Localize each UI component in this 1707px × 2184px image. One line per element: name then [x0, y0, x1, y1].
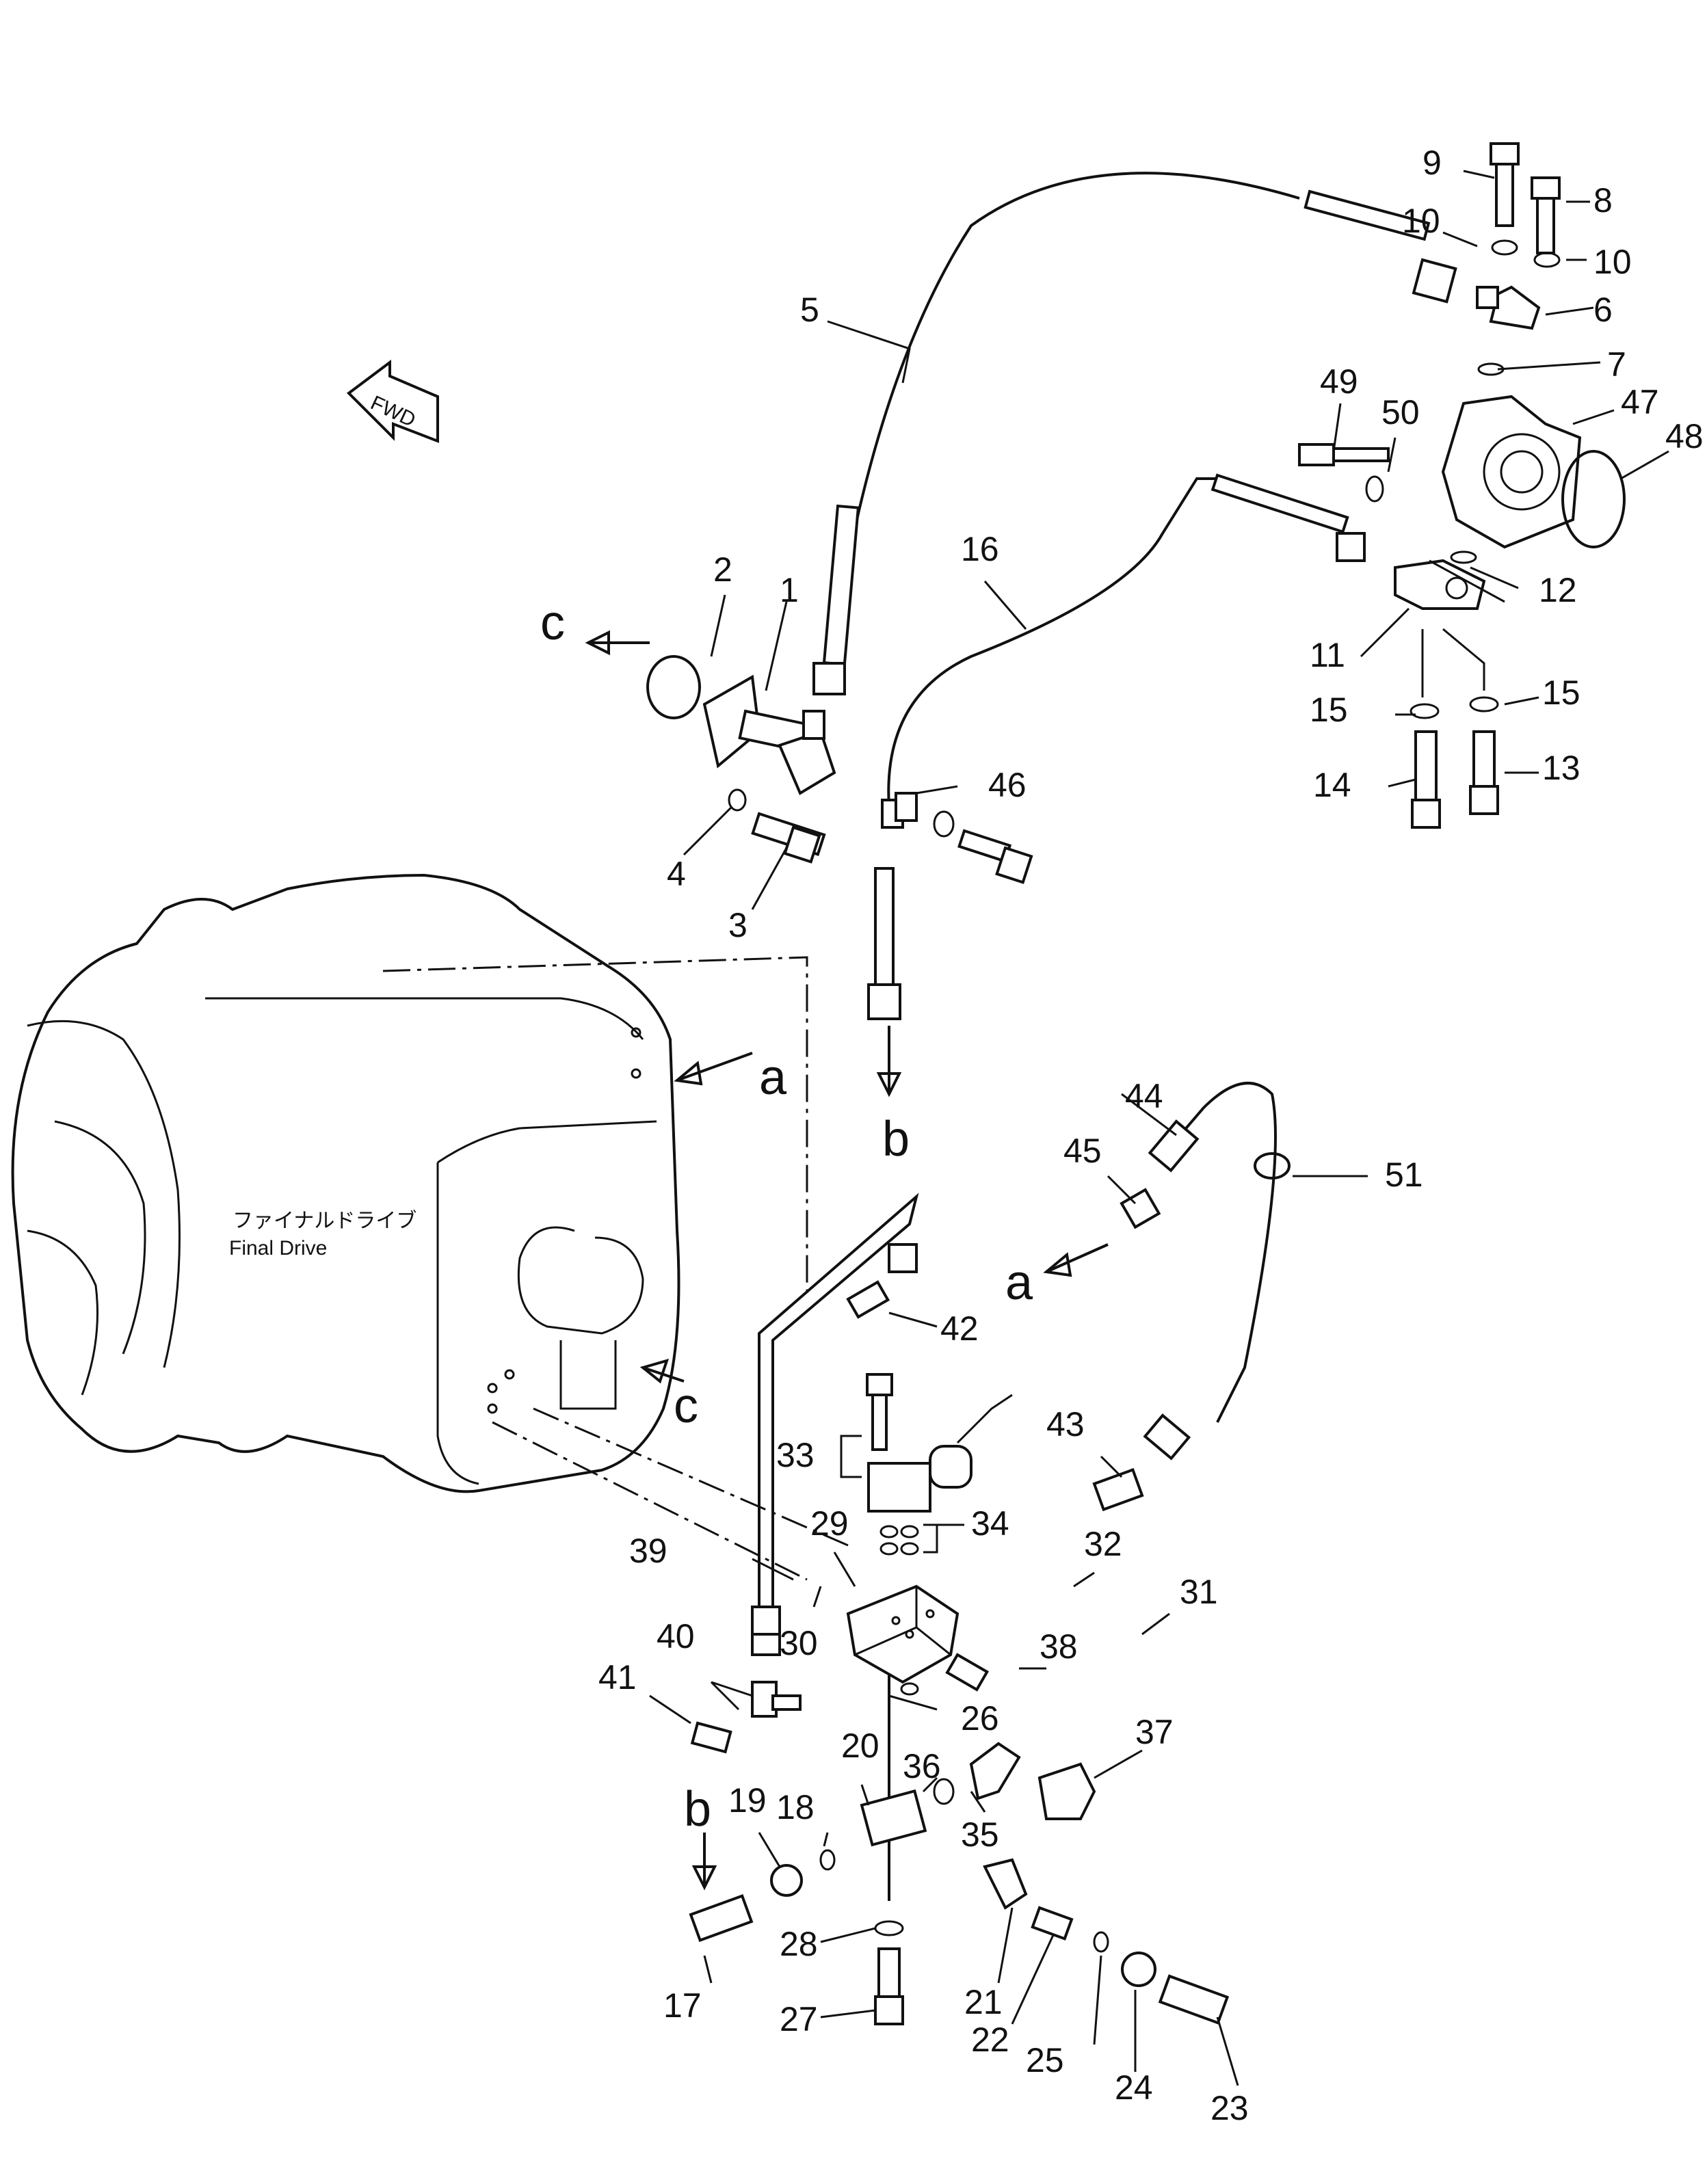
callout-36: 36 — [903, 1747, 941, 1785]
reference-arrows — [585, 630, 1109, 1891]
callout-23: 23 — [1210, 2089, 1249, 2127]
fwd-arrow-icon: FWD — [346, 360, 439, 443]
valve-block-29 — [846, 1584, 960, 1684]
callout-27: 27 — [780, 2000, 818, 2038]
callout-50: 50 — [1381, 393, 1420, 431]
callout-41: 41 — [598, 1658, 637, 1696]
ref-label-c-top: c — [540, 596, 565, 650]
final-drive-label-jp: ファイナルドライブ — [233, 1210, 416, 1232]
hose-44 — [1143, 1082, 1291, 1461]
callout-8: 8 — [1593, 181, 1613, 219]
callout-25: 25 — [1026, 2041, 1064, 2079]
callout-24: 24 — [1115, 2068, 1153, 2107]
final-drive-label-en: Final Drive — [229, 1237, 327, 1260]
callout-22: 22 — [971, 2021, 1009, 2059]
callout-6: 6 — [1593, 291, 1613, 329]
callout-48: 48 — [1665, 417, 1704, 455]
callout-10-left: 10 — [1402, 202, 1440, 240]
tube-39 — [751, 1193, 919, 1656]
callout-15-right: 15 — [1542, 674, 1580, 712]
callout-33: 33 — [776, 1436, 815, 1474]
callout-20: 20 — [841, 1727, 879, 1765]
callout-9: 9 — [1422, 144, 1442, 182]
callout-14: 14 — [1313, 766, 1351, 804]
callout-31: 31 — [1180, 1573, 1218, 1611]
final-drive-housing — [11, 873, 849, 1581]
ref-label-a-fitting: a — [1005, 1255, 1033, 1310]
callout-42: 42 — [940, 1309, 979, 1348]
callout-29: 29 — [810, 1504, 849, 1543]
callout-34: 34 — [971, 1504, 1009, 1543]
hose-5 — [812, 172, 1457, 695]
callout-37: 37 — [1135, 1713, 1174, 1751]
callout-38: 38 — [1040, 1627, 1078, 1666]
callout-39: 39 — [629, 1532, 667, 1570]
callout-32: 32 — [1084, 1525, 1122, 1563]
callout-51: 51 — [1385, 1156, 1423, 1194]
callout-45: 45 — [1063, 1132, 1102, 1170]
callout-21: 21 — [964, 1983, 1003, 2021]
ref-label-a-housing: a — [759, 1050, 787, 1105]
callout-47: 47 — [1621, 383, 1659, 421]
solenoid-valve-33 — [866, 1373, 1013, 1556]
callout-46: 46 — [988, 766, 1027, 804]
callout-40: 40 — [657, 1617, 695, 1655]
callout-17: 17 — [663, 1986, 702, 2025]
callout-10-right: 10 — [1593, 243, 1632, 281]
callout-49: 49 — [1320, 362, 1358, 401]
hose-16 — [867, 473, 1366, 1020]
clamp-46 — [895, 792, 1033, 884]
callout-44: 44 — [1125, 1077, 1163, 1115]
callout-43: 43 — [1046, 1405, 1085, 1443]
callout-28: 28 — [780, 1925, 818, 1963]
ref-label-b-bottom: b — [684, 1782, 711, 1837]
valve-20-assembly — [689, 1653, 1230, 2025]
callout-11: 11 — [1310, 636, 1345, 674]
callout-26: 26 — [961, 1699, 999, 1737]
callout-2: 2 — [713, 550, 732, 589]
callout-16: 16 — [961, 530, 999, 568]
callout-3: 3 — [728, 906, 747, 944]
fittings — [690, 1188, 1161, 1754]
leader-lines — [649, 170, 1669, 2086]
callout-12: 12 — [1539, 571, 1577, 609]
elbow-11-and-bolts — [1298, 443, 1499, 829]
callout-13: 13 — [1542, 749, 1580, 787]
callout-15-left: 15 — [1310, 691, 1348, 729]
ref-label-c-housing: c — [674, 1379, 698, 1433]
tube-1-assembly — [646, 655, 836, 864]
callout-1: 1 — [780, 571, 799, 609]
callout-19: 19 — [728, 1781, 767, 1820]
ref-label-b-hose: b — [882, 1112, 910, 1167]
pump-assembly — [1441, 142, 1626, 549]
callout-30: 30 — [780, 1624, 818, 1662]
part-callouts: 1 2 3 4 5 6 7 8 9 10 10 11 12 13 14 15 1… — [598, 144, 1704, 2127]
callout-7: 7 — [1607, 345, 1626, 384]
callout-5: 5 — [800, 291, 819, 329]
callout-35: 35 — [961, 1815, 999, 1854]
callout-18: 18 — [776, 1788, 815, 1826]
callout-4: 4 — [667, 855, 686, 893]
